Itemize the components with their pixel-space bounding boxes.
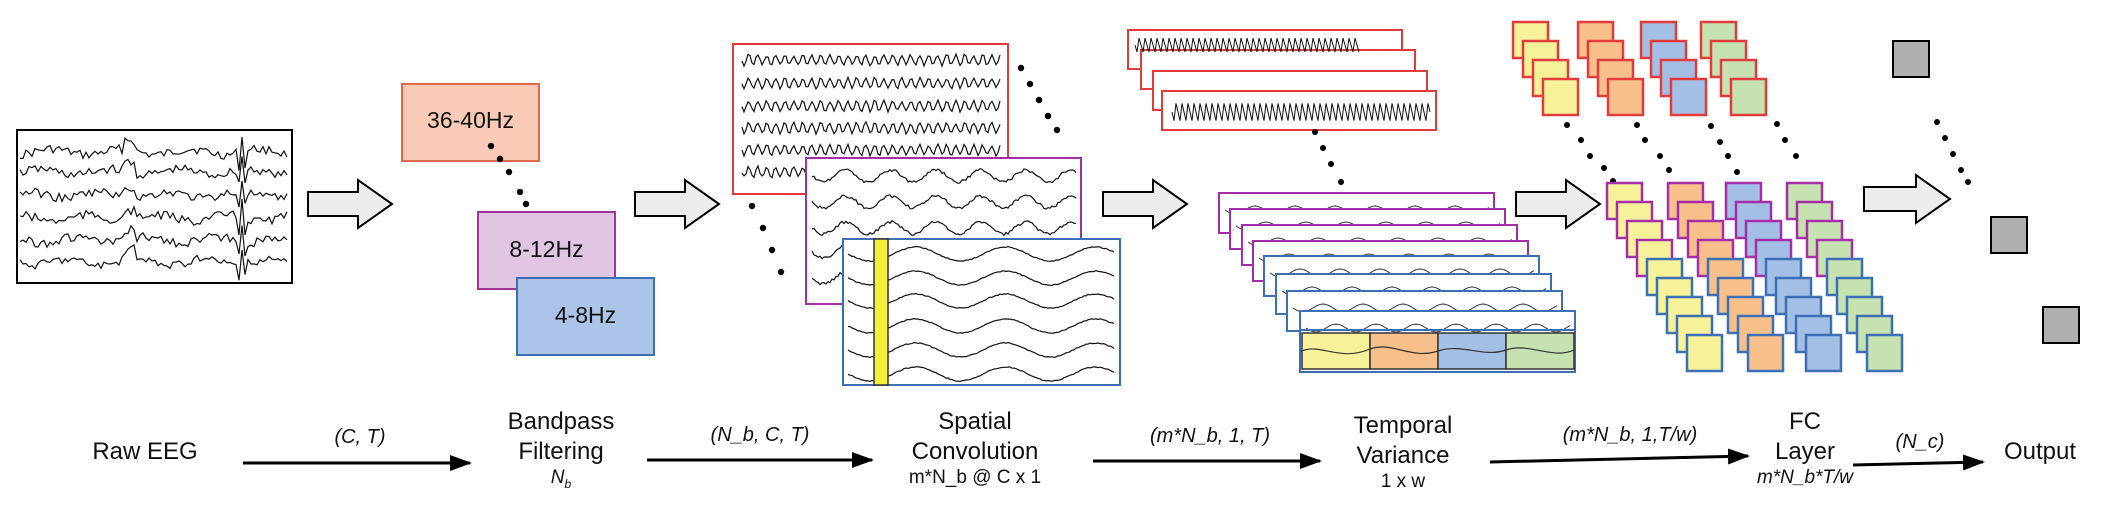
stage-raw-eeg-label: Raw EEG bbox=[92, 438, 198, 465]
band-ellipsis-dots bbox=[487, 142, 530, 208]
block-arrow-1 bbox=[307, 178, 394, 230]
fc-dot bbox=[1578, 137, 1584, 143]
bandpass-line2: Filtering bbox=[518, 438, 604, 465]
stage-output-label: Output bbox=[2003, 438, 2077, 465]
raw-trace-line bbox=[19, 224, 288, 257]
shape-label-2: (N_b, C, T) bbox=[710, 424, 810, 446]
fc-line1: FC bbox=[1789, 408, 1821, 435]
variance-red-trace bbox=[1134, 37, 1360, 53]
blue-trace-line bbox=[847, 292, 1115, 310]
fc-square-grid bbox=[1511, 20, 1904, 373]
red-trace-line bbox=[741, 75, 1001, 91]
variance-window-row bbox=[1301, 332, 1575, 370]
variance-red-trace bbox=[1171, 103, 1431, 121]
fc-square bbox=[1669, 77, 1708, 117]
shape-label-3: (m*N_b, 1, T) bbox=[1149, 425, 1271, 447]
shape-label-4: (m*N_b, 1,T/w) bbox=[1562, 424, 1698, 446]
output-squares bbox=[1892, 40, 2080, 344]
flow-arrows bbox=[243, 448, 1985, 471]
fc-dot bbox=[1564, 122, 1570, 128]
fc-dot bbox=[1793, 153, 1799, 159]
temporal-ellipsis-dots bbox=[1312, 129, 1352, 201]
blue-trace-line bbox=[847, 317, 1115, 334]
blue-trace-line bbox=[847, 366, 1115, 383]
raw-eeg-panel bbox=[16, 129, 293, 284]
red-trace-line bbox=[741, 142, 1001, 158]
blue-trace-line bbox=[847, 269, 1115, 287]
bandpass-sub: Nb bbox=[550, 467, 572, 491]
fc-square bbox=[1541, 77, 1580, 117]
red-trace-line bbox=[741, 98, 1001, 114]
shape-label-1: (C, T) bbox=[334, 426, 386, 448]
bandpass-line1: Bandpass bbox=[507, 408, 615, 435]
variance-red-layer bbox=[1161, 90, 1437, 131]
variance-front-frame bbox=[1299, 329, 1576, 373]
temporal-line2: Variance bbox=[1356, 442, 1450, 469]
fc-sub: m*N_b*T/w bbox=[1756, 467, 1854, 488]
spatial-line2: Convolution bbox=[911, 438, 1039, 465]
band-36-40-box bbox=[401, 83, 540, 162]
red-trace-line bbox=[741, 52, 1001, 68]
fc-dot bbox=[1587, 153, 1593, 159]
band-4-8-label: 4-8Hz bbox=[554, 302, 617, 328]
spatial-conv-stack bbox=[732, 43, 1121, 386]
raw-trace-line bbox=[19, 244, 288, 281]
red-trace-line bbox=[741, 120, 1001, 136]
temporal-sub: 1 x w bbox=[1380, 471, 1426, 492]
fc-line2: Layer bbox=[1774, 438, 1836, 465]
raw-trace-line bbox=[19, 156, 288, 184]
purple-trace-line bbox=[811, 168, 1077, 185]
fc-square bbox=[1729, 77, 1768, 117]
fc-dot bbox=[1601, 165, 1607, 171]
band-36-40-label: 36-40Hz bbox=[427, 107, 514, 133]
raw-trace-line bbox=[20, 136, 288, 171]
block-arrow-3 bbox=[1102, 178, 1189, 230]
fc-dot bbox=[1717, 139, 1723, 145]
shape-label-5: (N_c) bbox=[1895, 431, 1945, 453]
fc-dot bbox=[1725, 153, 1731, 159]
fc-dot bbox=[1734, 169, 1740, 175]
fc-dot bbox=[1642, 137, 1648, 143]
spatial-line1: Spatial bbox=[938, 408, 1012, 435]
raw-eeg-traces bbox=[19, 136, 288, 281]
blue-trace-line bbox=[847, 245, 1115, 263]
raw-trace-line bbox=[19, 180, 288, 208]
temporal-line1: Temporal bbox=[1353, 412, 1453, 439]
block-arrow-4 bbox=[1515, 178, 1602, 230]
spatial-sub: m*N_b @ C x 1 bbox=[908, 467, 1042, 488]
fc-square bbox=[1746, 333, 1785, 373]
stage-bandpass-label: Bandpass Filtering Nb bbox=[466, 407, 656, 495]
band-8-12-label: 8-12Hz bbox=[509, 236, 584, 262]
raw-trace-line bbox=[19, 199, 288, 236]
fc-square bbox=[1865, 333, 1904, 373]
block-arrow-5 bbox=[1863, 173, 1952, 225]
block-arrow-2 bbox=[634, 178, 721, 230]
fc-square bbox=[1606, 77, 1645, 117]
purple-trace-line bbox=[811, 219, 1077, 237]
band-4-8-box bbox=[516, 277, 655, 356]
fc-dot bbox=[1708, 123, 1714, 129]
fc-square bbox=[1685, 333, 1724, 373]
stage-temporal-label: Temporal Variance 1 x w bbox=[1318, 411, 1488, 493]
temporal-variance-stack bbox=[1127, 29, 1576, 373]
fc-dot bbox=[1782, 137, 1788, 143]
stage-fc-label: FC Layer m*N_b*T/w bbox=[1740, 407, 1870, 489]
blue-trace-line bbox=[847, 341, 1115, 359]
fc-dot bbox=[1634, 122, 1640, 128]
stage-spatial-label: Spatial Convolution m*N_b @ C x 1 bbox=[870, 407, 1080, 489]
fc-square bbox=[1804, 333, 1843, 373]
spatial-ellipsis-dots bbox=[748, 64, 1061, 276]
fc-dot bbox=[1666, 167, 1672, 173]
fc-dot bbox=[1774, 121, 1780, 127]
purple-trace-line bbox=[811, 194, 1077, 210]
fc-dot bbox=[1657, 153, 1663, 159]
band-8-12-box bbox=[477, 211, 616, 290]
